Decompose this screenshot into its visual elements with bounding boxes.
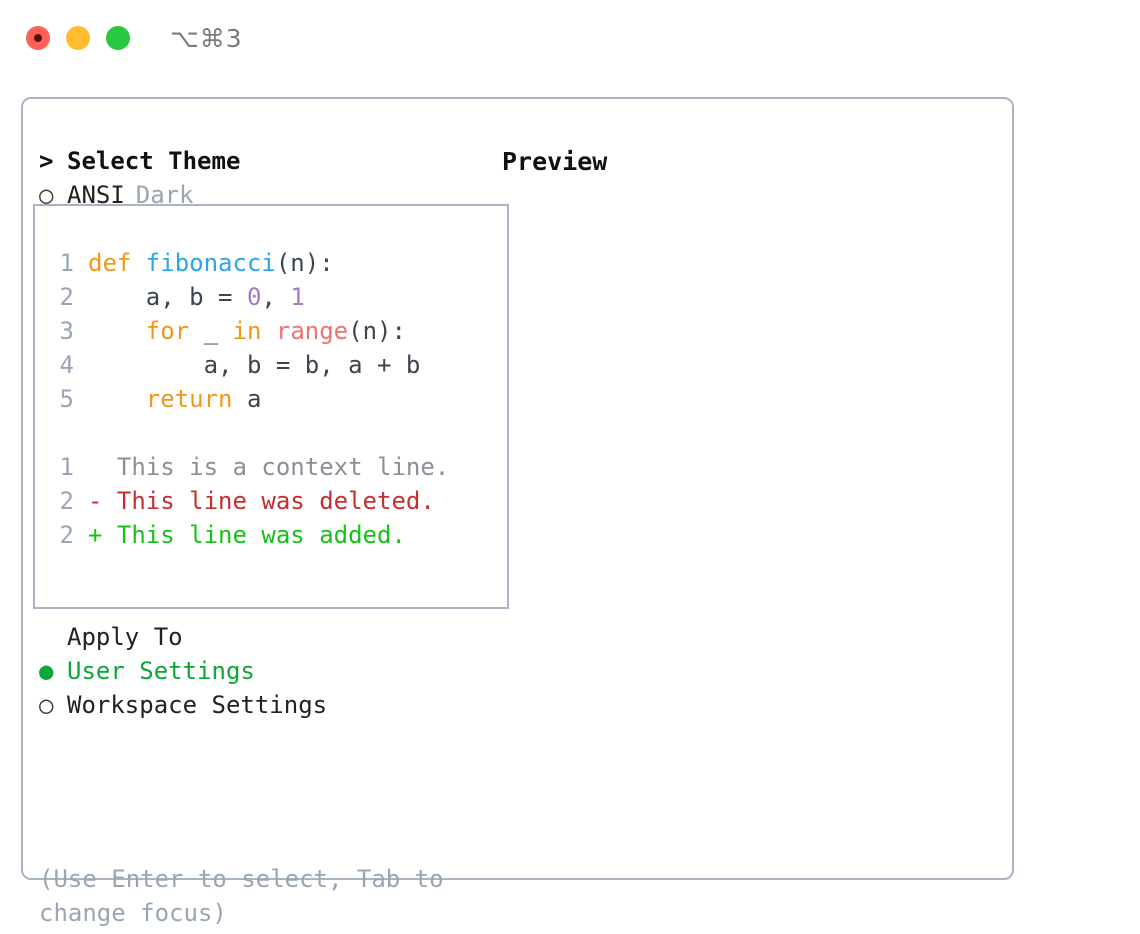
- code-line: 2 a, b = 0, 1: [52, 280, 449, 314]
- code-token: range: [275, 317, 349, 345]
- blank-marker-icon: [39, 623, 67, 651]
- preview-title: Preview: [502, 147, 608, 176]
- code-line-number: 1: [59, 249, 74, 277]
- code-line: 4 a, b = b, a + b: [52, 348, 449, 382]
- apply-to-option-list: ● User Settings ○ Workspace Settings: [39, 657, 499, 725]
- apply-to-option-label: Workspace Settings: [67, 691, 328, 719]
- preview-column: Preview: [502, 147, 992, 181]
- diff-text: This is a context line.: [102, 453, 450, 481]
- code-token: (n):: [275, 249, 334, 277]
- code-line-number: 3: [59, 317, 74, 345]
- diff-line-number: 1: [59, 453, 74, 481]
- code-token: a, b =: [88, 283, 247, 311]
- diff-line-add: 2 + This line was added.: [52, 518, 449, 552]
- diff-line-number: 2: [59, 521, 74, 549]
- code-token: 1: [290, 283, 305, 311]
- code-blank-line: [52, 416, 449, 450]
- code-token: 0: [246, 283, 262, 311]
- code-token: _: [189, 317, 233, 345]
- code-token: def: [88, 249, 146, 277]
- code-line: 1 def fibonacci(n):: [52, 246, 449, 280]
- code-line: 5 return a: [52, 382, 449, 416]
- code-line: 3 for _ in range(n):: [52, 314, 449, 348]
- diff-line-ctx: 1 This is a context line.: [52, 450, 450, 484]
- code-token: return: [145, 385, 233, 413]
- radio-unselected-icon[interactable]: ○: [39, 691, 54, 719]
- code-token: [88, 317, 146, 345]
- code-token: [261, 317, 275, 345]
- radio-selected-icon[interactable]: ●: [39, 657, 54, 685]
- diff-text: This line was deleted.: [102, 487, 435, 515]
- radio-unselected-icon[interactable]: ○: [39, 181, 54, 209]
- code-token: ,: [261, 283, 291, 311]
- diff-text: This line was added.: [102, 521, 406, 549]
- code-token: (n):: [348, 317, 406, 345]
- keyboard-hint-text: (Use Enter to select, Tab to change focu…: [39, 865, 459, 927]
- code-line-number: 4: [59, 351, 74, 379]
- caret-icon: >: [39, 147, 54, 175]
- window-titlebar: ⌥⌘3: [0, 0, 1140, 76]
- code-token: a, b = b, a + b: [88, 351, 421, 379]
- close-window-button[interactable]: [26, 26, 50, 50]
- minimize-window-button[interactable]: [66, 26, 90, 50]
- diff-line-del: 2- This line was deleted.: [52, 484, 449, 518]
- select-theme-header-label: Select Theme: [67, 147, 241, 175]
- code-token: for: [145, 317, 190, 345]
- apply-to-header: Apply To: [39, 623, 499, 657]
- zoom-window-button[interactable]: [106, 26, 130, 50]
- diff-sign: -: [88, 487, 103, 515]
- diff-line-number: 2: [59, 487, 74, 515]
- code-token: a: [232, 385, 262, 413]
- apply-to-option-workspace-settings[interactable]: ○ Workspace Settings: [39, 691, 499, 725]
- code-token: fibonacci: [145, 249, 276, 277]
- code-token: [88, 385, 146, 413]
- keyboard-shortcut-label: ⌥⌘3: [170, 24, 243, 53]
- diff-sign: [88, 453, 102, 481]
- code-line-number: 5: [59, 385, 74, 413]
- apply-to-option-user-settings[interactable]: ● User Settings: [39, 657, 499, 691]
- diff-sign: +: [88, 521, 103, 549]
- select-theme-header: > Select Theme: [39, 147, 499, 181]
- apply-to-option-label: User Settings: [67, 657, 255, 685]
- apply-to-header-label: Apply To: [67, 623, 183, 651]
- code-token: in: [232, 317, 262, 345]
- code-line-number: 2: [59, 283, 74, 311]
